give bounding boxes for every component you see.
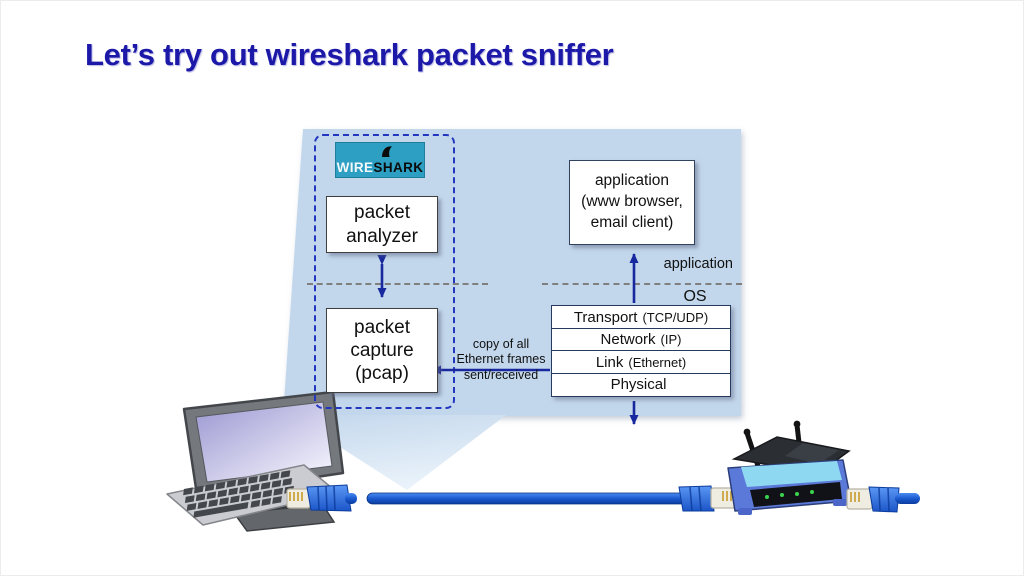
callout-tail — [290, 415, 506, 490]
rj45-plug-router-left — [678, 485, 737, 512]
router-leds — [765, 490, 814, 499]
router-illustration — [727, 420, 852, 515]
application-label: application — [663, 256, 733, 272]
keyboard-keys — [183, 470, 294, 518]
stack-row-label: Physical — [610, 376, 667, 394]
logo-shark-text: SHARK — [373, 159, 424, 175]
shark-fin-icon — [382, 146, 392, 157]
stack-row-detail: (IP) — [660, 332, 682, 348]
stack-row-physical: Physical — [551, 372, 731, 397]
protocol-stack: Transport (TCP/UDP) Network (IP) Link (E… — [551, 305, 731, 397]
os-label: OS — [683, 288, 707, 305]
stack-row-detail: (Ethernet) — [628, 354, 687, 370]
wireshark-boundary — [314, 134, 455, 409]
packet-capture-box: packet capture (pcap) — [326, 308, 438, 393]
ethernet-cable-main — [366, 492, 698, 505]
computer-illustration — [166, 390, 345, 532]
monitor-screen — [195, 401, 333, 483]
router-panel-stripe — [741, 461, 842, 487]
wireshark-logo-text: WIRESHARK — [336, 159, 424, 175]
application-box: application (www browser, email client) — [569, 160, 695, 245]
copy-frames-note: copy of all Ethernet frames sent/receive… — [456, 337, 546, 382]
stack-row-label: Transport — [573, 308, 638, 326]
stack-row-label: Link — [595, 353, 624, 371]
logo-wire-text: WIRE — [336, 159, 374, 175]
app-os-divider-right — [542, 283, 742, 285]
wireshark-logo: WIRESHARK — [335, 142, 425, 178]
stack-row-label: Network — [600, 331, 656, 349]
stack-row-link: Link (Ethernet) — [551, 350, 731, 375]
ethernet-cable-left — [286, 484, 357, 512]
app-os-divider-left — [307, 283, 488, 285]
packet-analyzer-box: packet analyzer — [326, 196, 438, 253]
stack-row-network: Network (IP) — [551, 327, 731, 352]
slide-title: Let’s try out wireshark packet sniffer — [85, 37, 614, 72]
ethernet-cable-right — [846, 486, 920, 513]
stack-row-transport: Transport (TCP/UDP) — [551, 305, 731, 329]
stack-row-detail: (TCP/UDP) — [642, 309, 709, 325]
